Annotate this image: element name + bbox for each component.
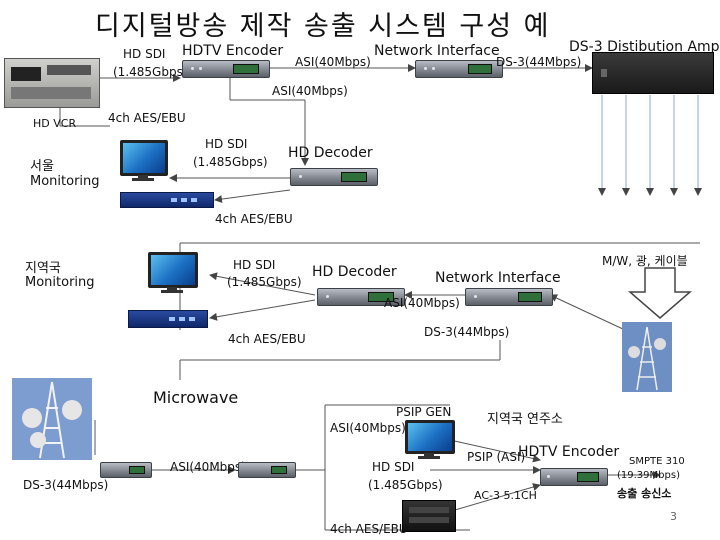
local-label: 지역국 — [25, 261, 61, 276]
local-transmission-tower — [622, 322, 672, 392]
local-audio-router — [128, 310, 208, 328]
top-network-interface-label: Network Interface — [374, 43, 500, 59]
bottom-hd-sdi-rate: (1.485Gbps) — [368, 478, 443, 492]
psip-asi-label: PSIP (ASI) — [467, 450, 526, 464]
ds3-distribution-amp-label: DS-3 Distibution Amp — [569, 39, 720, 55]
ds3-distribution-amp-device — [592, 52, 714, 94]
page-title: 디지털방송 제작 송출 시스템 구성 예 — [95, 11, 551, 42]
bottom-aes-label: 4ch AES/EBU — [330, 522, 408, 536]
local-aes-label: 4ch AES/EBU — [228, 332, 306, 346]
top-aes-label: 4ch AES/EBU — [108, 111, 186, 125]
bottom-hd-sdi-label: HD SDI — [372, 460, 415, 474]
top-asi-label-1: ASI(40Mbps) — [295, 55, 371, 69]
seoul-hd-sdi-label: HD SDI — [205, 137, 248, 151]
seoul-aes-label: 4ch AES/EBU — [215, 212, 293, 226]
seoul-hd-decoder-device — [290, 168, 378, 186]
video-switcher-device — [402, 500, 456, 532]
bottom-hdtv-encoder-device — [540, 468, 608, 486]
local-mw-cable-label: M/W, 광, 케이블 — [602, 254, 688, 268]
microwave-tower — [12, 378, 92, 460]
top-hd-sdi-label: HD SDI — [123, 47, 166, 61]
bottom-decoder-device — [238, 462, 296, 478]
seoul-audio-router — [120, 192, 214, 208]
psip-gen-monitor — [405, 420, 455, 466]
seoul-hd-sdi-rate: (1.485Gbps) — [193, 155, 268, 169]
top-hdtv-encoder-label: HDTV Encoder — [182, 43, 284, 59]
local-network-interface-device — [465, 288, 553, 306]
top-hd-sdi-rate: (1.485Gbps) — [113, 65, 188, 79]
seoul-hd-decoder-label: HD Decoder — [288, 145, 373, 161]
local-hd-sdi-label: HD SDI — [233, 258, 276, 272]
smpte-rate-label: (19.39Mbps) — [617, 470, 680, 481]
bottom-asi-top-label: ASI(40Mbps) — [330, 421, 406, 435]
microwave-label: Microwave — [153, 388, 239, 407]
seoul-monitoring-label: Monitoring — [30, 174, 100, 189]
local-ds3-label: DS-3(44Mbps) — [424, 325, 510, 339]
bottom-ds3-label: DS-3(44Mbps) — [23, 478, 109, 492]
top-asi-label-2: ASI(40Mbps) — [272, 84, 348, 98]
studio-label: 지역국 연주소 — [487, 412, 563, 427]
hdtv-encoder-device — [182, 60, 270, 78]
network-interface-device-top — [415, 60, 503, 78]
hd-vcr-label: HD VCR — [33, 117, 77, 130]
psip-gen-label: PSIP GEN — [396, 405, 452, 419]
ac3-label: AC-3 5.1CH — [474, 489, 537, 502]
local-monitoring-label: Monitoring — [25, 275, 95, 290]
local-hd-sdi-rate: (1.485Gbps) — [227, 275, 302, 289]
smpte-label: SMPTE 310 — [629, 456, 685, 467]
bottom-network-interface-device — [100, 462, 152, 478]
local-monitor — [148, 252, 198, 298]
seoul-label: 서울 — [30, 159, 54, 174]
local-asi-label: ASI(40Mbps) — [384, 296, 460, 310]
bottom-asi-left-label: ASI(40Mbps) — [170, 460, 246, 474]
hd-vcr-device — [4, 58, 100, 108]
transmitter-label: 송출 송신소 — [617, 487, 672, 500]
top-ds3-label: DS-3(44Mbps) — [496, 55, 582, 69]
seoul-monitor — [120, 140, 168, 184]
local-network-interface-label: Network Interface — [435, 270, 561, 286]
local-hd-decoder-label: HD Decoder — [312, 264, 397, 280]
local-hd-decoder-device — [317, 288, 405, 306]
bottom-hdtv-encoder-label: HDTV Encoder — [518, 444, 620, 460]
page-number: 3 — [670, 510, 677, 523]
